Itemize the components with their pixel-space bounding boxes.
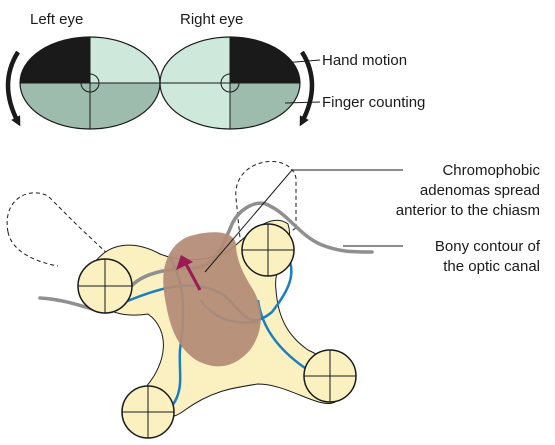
right-optic-tract-section — [304, 350, 356, 402]
left-eye-lower-nasal-quadrant — [90, 83, 160, 129]
right-eye-lower-temporal-quadrant — [230, 83, 300, 129]
left-eye-visual-field — [8, 37, 160, 129]
right-eye-upper-temporal-quadrant — [230, 37, 300, 83]
right-optic-nerve-section — [242, 224, 294, 276]
optic-canal-label-line-2: the optic canal — [443, 258, 540, 275]
adenoma-label-line-2: adenomas spread — [420, 182, 540, 199]
finger-counting-label: Finger counting — [322, 94, 425, 111]
hand-motion-label: Hand motion — [322, 52, 407, 69]
left-nerve-dashed-extension-lower — [8, 232, 58, 266]
left-optic-tract-section — [122, 386, 174, 438]
right-eye-progression-arrow — [302, 52, 312, 122]
left-eye-progression-arrow — [8, 52, 18, 122]
left-nerve-dashed-extension — [7, 193, 112, 258]
left-optic-nerve-section — [78, 259, 132, 313]
left-eye-upper-temporal-quadrant — [20, 37, 90, 83]
left-eye-upper-nasal-quadrant — [90, 37, 160, 83]
optic-canal-label-line-1: Bony contour of — [435, 238, 541, 255]
right-eye-title: Right eye — [180, 11, 243, 28]
adenoma-label-line-3: anterior to the chiasm — [396, 202, 540, 219]
right-eye-lower-nasal-quadrant — [160, 83, 230, 129]
left-eye-title: Left eye — [30, 11, 83, 28]
left-eye-lower-temporal-quadrant — [20, 83, 90, 129]
adenoma-label-line-1: Chromophobic — [442, 162, 540, 179]
right-eye-upper-nasal-quadrant — [160, 37, 230, 83]
right-eye-visual-field — [160, 37, 312, 129]
